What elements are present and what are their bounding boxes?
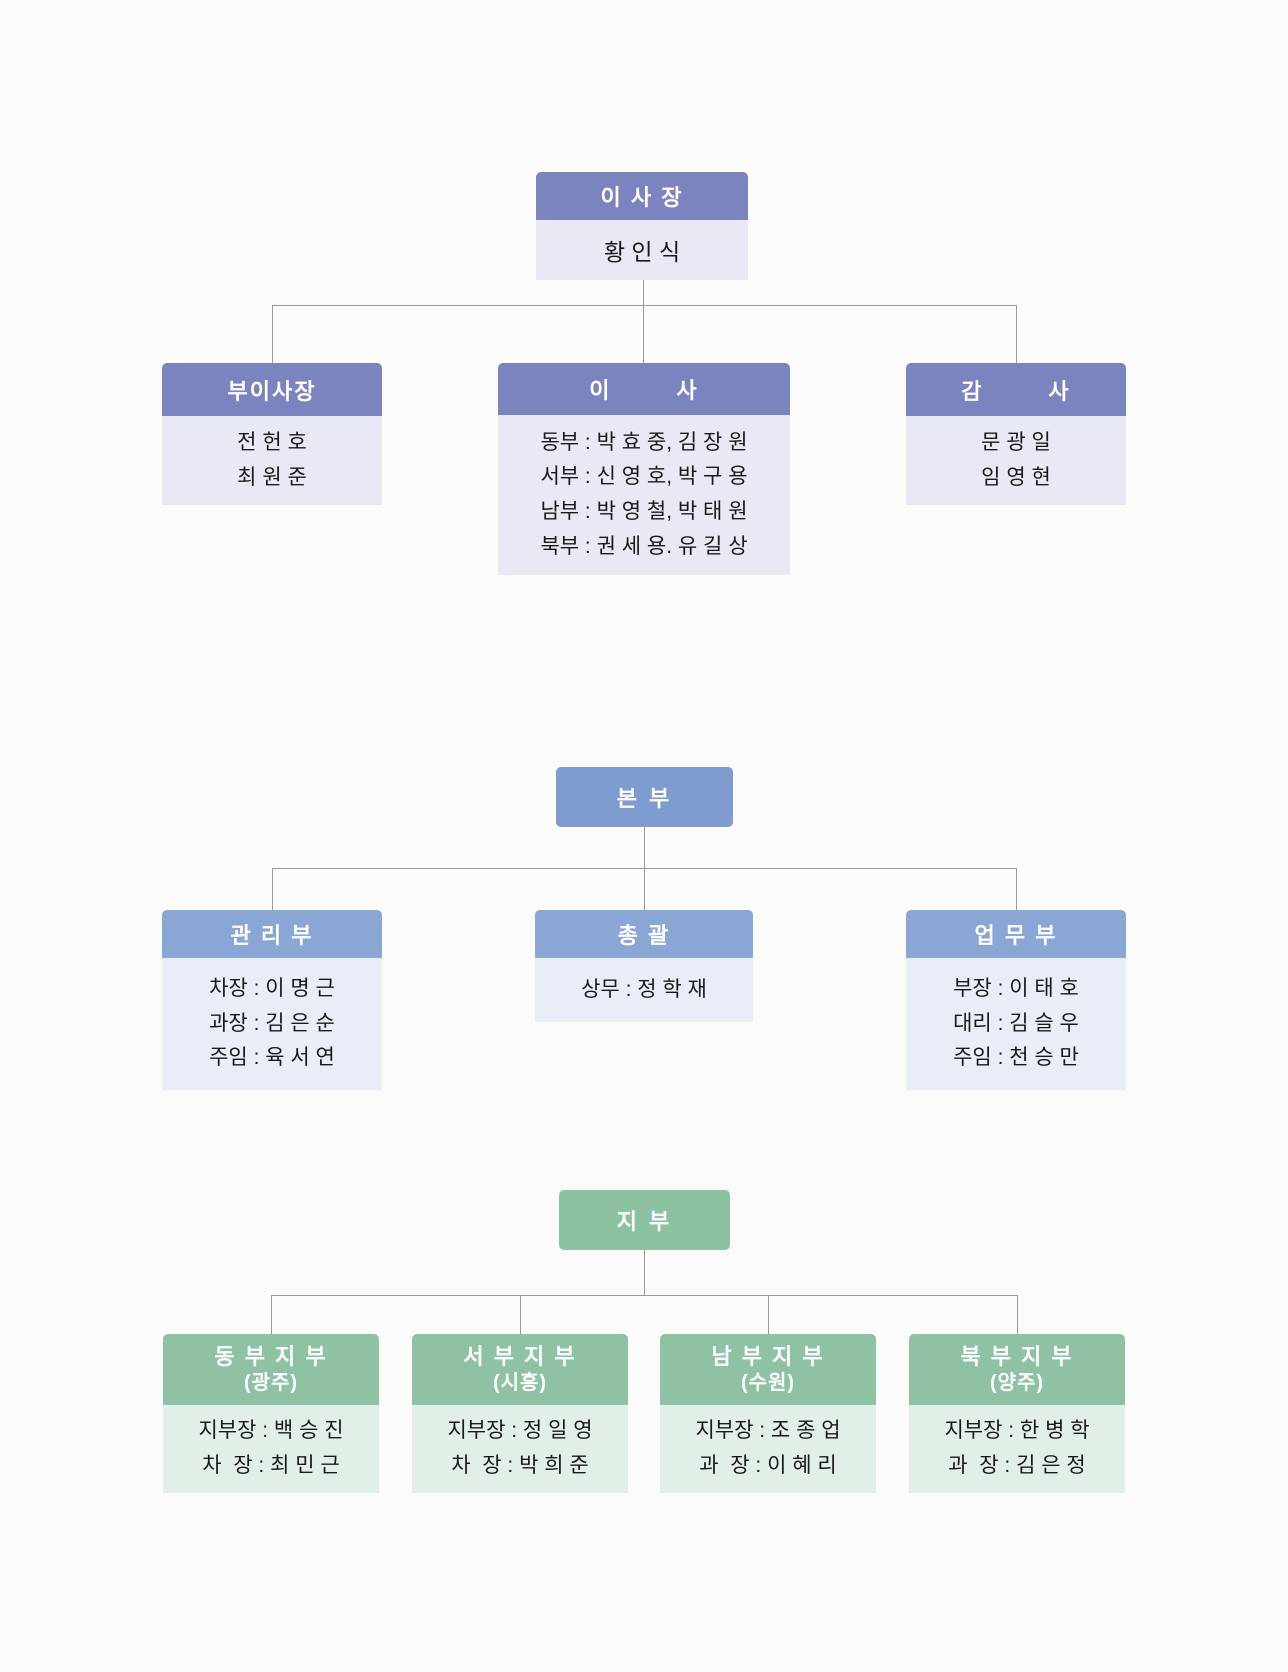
member-name: 차 장 : 박 희 준 (451, 1454, 589, 1477)
member-name: 최 원 준 (237, 465, 307, 489)
connector-line (643, 305, 644, 363)
box-west-branch: 서 부 지 부 (시흥) 지부장 : 정 일 영 차 장 : 박 희 준 (412, 1334, 628, 1493)
auditors-title: 감 사 (906, 363, 1126, 416)
member-name: 과 장 : 김 은 정 (948, 1454, 1086, 1477)
member-name: 남부 : 박 영 철, 박 태 원 (540, 500, 748, 523)
branch-title: 북 부 지 부 (960, 1344, 1074, 1370)
connector-line (768, 1295, 769, 1334)
member-name: 지부장 : 정 일 영 (447, 1419, 593, 1443)
general-affairs-members: 상무 : 정 학 재 (535, 958, 753, 1022)
member-name: 차 장 : 최 민 근 (202, 1454, 340, 1477)
member-name: 과 장 : 이 혜 리 (699, 1454, 837, 1477)
member-name: 동부 : 박 효 중, 김 장 원 (540, 430, 748, 454)
west-branch-members: 지부장 : 정 일 영 차 장 : 박 희 준 (412, 1405, 628, 1493)
directors-members: 동부 : 박 효 중, 김 장 원 서부 : 신 영 호, 박 구 용 남부 :… (498, 415, 790, 575)
member-name: 문 광 일 (981, 430, 1051, 454)
box-general-affairs: 총 괄 상무 : 정 학 재 (535, 910, 753, 1022)
member-name: 주임 : 육 서 연 (209, 1046, 335, 1070)
box-management-dept: 관 리 부 차장 : 이 명 근 과장 : 김 은 순 주임 : 육 서 연 (162, 910, 382, 1090)
branch-city: (수원) (740, 1371, 796, 1394)
management-dept-members: 차장 : 이 명 근 과장 : 김 은 순 주임 : 육 서 연 (162, 958, 382, 1090)
connector-line (271, 1295, 1018, 1296)
chairman-name: 황 인 식 (536, 220, 748, 280)
connector-line (271, 1295, 272, 1334)
business-dept-title: 업 무 부 (906, 910, 1126, 958)
connector-line (1017, 1295, 1018, 1334)
member-name: 과장 : 김 은 순 (209, 1011, 335, 1035)
connector-line (644, 1250, 645, 1295)
branch-city: (광주) (243, 1371, 299, 1394)
business-dept-members: 부장 : 이 태 호 대리 : 김 슬 우 주임 : 천 승 만 (906, 958, 1126, 1090)
north-branch-members: 지부장 : 한 병 학 과 장 : 김 은 정 (909, 1405, 1125, 1493)
branch-city: (양주) (989, 1371, 1045, 1394)
box-east-branch: 동 부 지 부 (광주) 지부장 : 백 승 진 차 장 : 최 민 근 (163, 1334, 379, 1493)
connector-line (272, 305, 1017, 306)
directors-title: 이 사 (498, 363, 790, 415)
member-name: 지부장 : 조 종 업 (695, 1419, 841, 1443)
member-name: 대리 : 김 슬 우 (953, 1011, 1079, 1035)
connector-line (520, 1295, 521, 1334)
connector-line (644, 827, 645, 868)
member-name: 지부장 : 한 병 학 (944, 1419, 1090, 1443)
box-chairman: 이 사 장 황 인 식 (536, 172, 748, 280)
member-name: 상무 : 정 학 재 (581, 977, 707, 1001)
member-name: 차장 : 이 명 근 (209, 977, 335, 1001)
management-dept-title: 관 리 부 (162, 910, 382, 958)
box-vice-chairman: 부이사장 전 헌 호 최 원 준 (162, 363, 382, 505)
vice-chairman-members: 전 헌 호 최 원 준 (162, 416, 382, 505)
member-name: 부장 : 이 태 호 (953, 977, 1079, 1001)
branch-city: (시흥) (492, 1371, 548, 1394)
box-south-branch: 남 부 지 부 (수원) 지부장 : 조 종 업 과 장 : 이 혜 리 (660, 1334, 876, 1493)
box-auditors: 감 사 문 광 일 임 영 현 (906, 363, 1126, 505)
vice-chairman-title: 부이사장 (162, 363, 382, 416)
member-name: 주임 : 천 승 만 (953, 1046, 1079, 1070)
connector-line (272, 868, 273, 910)
member-name: 임 영 현 (981, 465, 1051, 489)
branch-title: 서 부 지 부 (463, 1344, 577, 1370)
box-business-dept: 업 무 부 부장 : 이 태 호 대리 : 김 슬 우 주임 : 천 승 만 (906, 910, 1126, 1090)
box-north-branch: 북 부 지 부 (양주) 지부장 : 한 병 학 과 장 : 김 은 정 (909, 1334, 1125, 1493)
box-branches-root: 지 부 (559, 1190, 730, 1250)
branch-title: 남 부 지 부 (711, 1344, 825, 1370)
west-branch-title: 서 부 지 부 (시흥) (412, 1334, 628, 1405)
north-branch-title: 북 부 지 부 (양주) (909, 1334, 1125, 1405)
south-branch-title: 남 부 지 부 (수원) (660, 1334, 876, 1405)
east-branch-title: 동 부 지 부 (광주) (163, 1334, 379, 1405)
connector-line (1016, 868, 1017, 910)
connector-line (1016, 305, 1017, 363)
member-name: 북부 : 권 세 용. 유 길 상 (540, 534, 748, 558)
connector-line (272, 305, 273, 363)
member-name: 전 헌 호 (237, 430, 307, 454)
south-branch-members: 지부장 : 조 종 업 과 장 : 이 혜 리 (660, 1405, 876, 1493)
box-headquarters: 본 부 (556, 767, 733, 827)
general-affairs-title: 총 괄 (535, 910, 753, 958)
connector-line (643, 280, 644, 305)
east-branch-members: 지부장 : 백 승 진 차 장 : 최 민 근 (163, 1405, 379, 1493)
box-directors: 이 사 동부 : 박 효 중, 김 장 원 서부 : 신 영 호, 박 구 용 … (498, 363, 790, 575)
branch-title: 동 부 지 부 (214, 1344, 328, 1370)
connector-line (644, 868, 645, 910)
chairman-title: 이 사 장 (536, 172, 748, 220)
member-name: 지부장 : 백 승 진 (198, 1419, 344, 1443)
member-name: 서부 : 신 영 호, 박 구 용 (540, 465, 748, 489)
auditors-members: 문 광 일 임 영 현 (906, 416, 1126, 505)
